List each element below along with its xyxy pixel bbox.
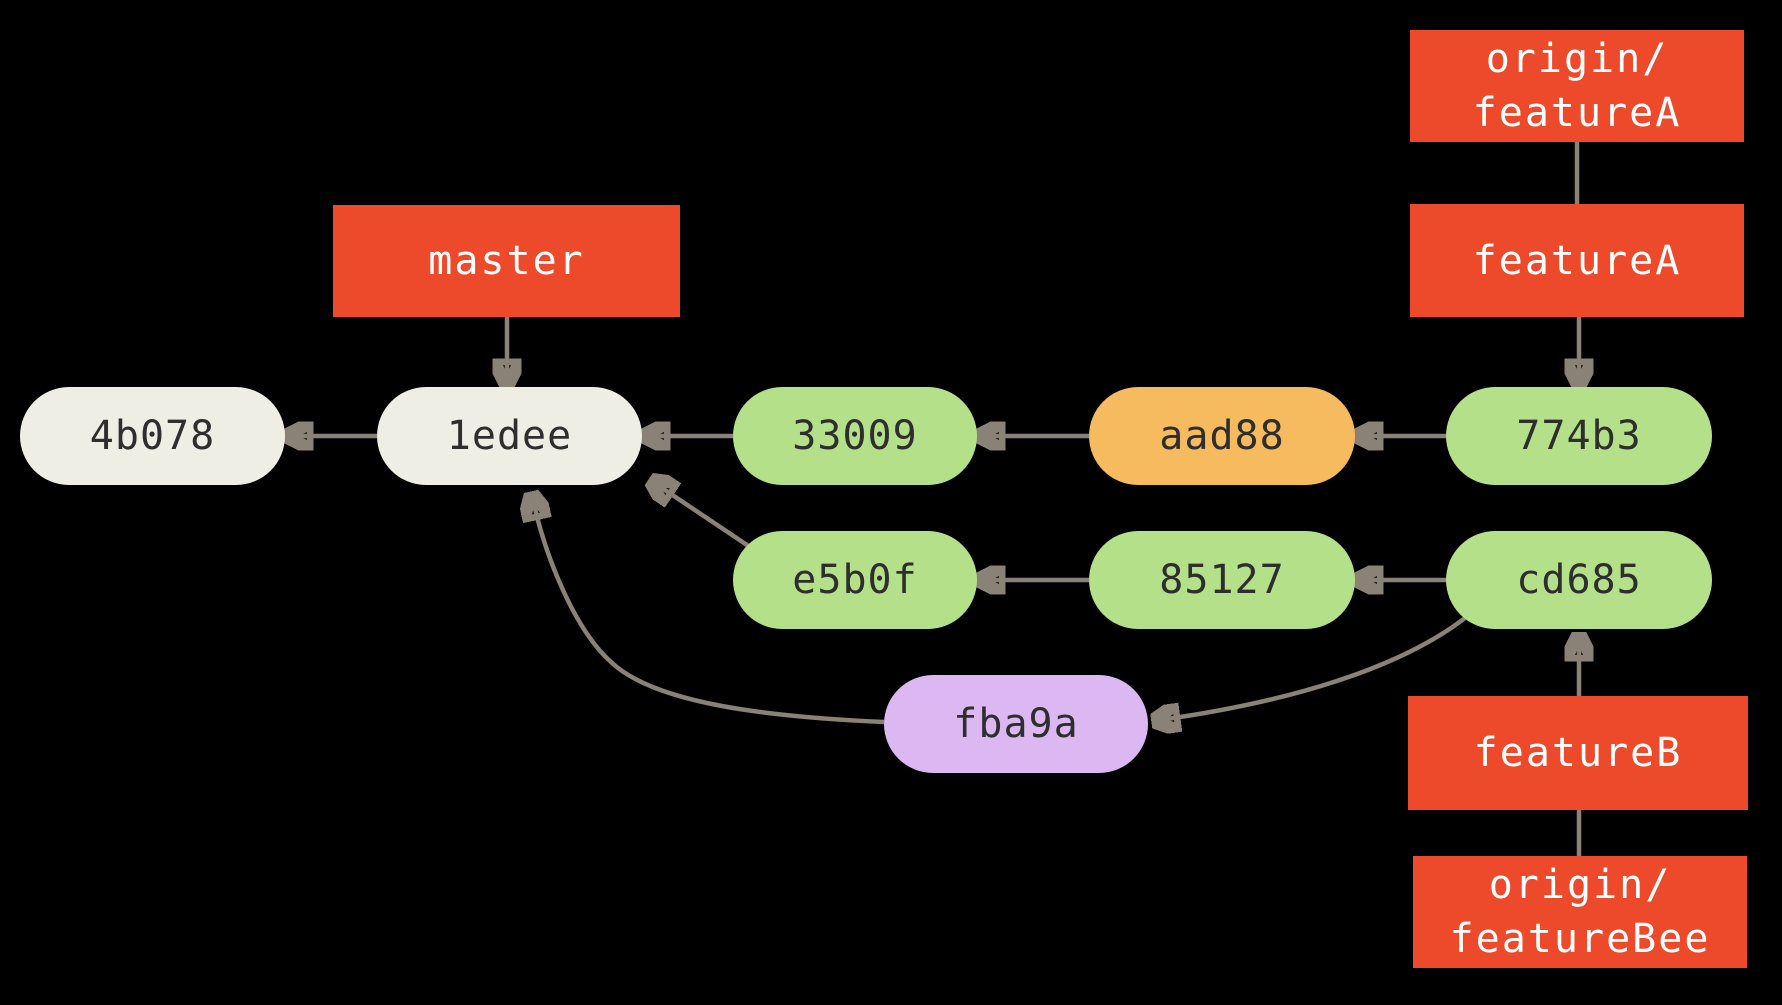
edge-cd685-fba9a — [1160, 616, 1467, 720]
commit-node-4b078: 4b078 — [20, 387, 285, 485]
branch-label-featureB: featureB — [1408, 696, 1748, 810]
branch-label-master: master — [333, 205, 680, 317]
branch-label-origin-featureA: origin/ featureA — [1410, 30, 1744, 142]
commit-node-fba9a: fba9a — [884, 675, 1148, 773]
edge-e5b0f-1edee — [656, 484, 755, 551]
commit-node-cd685: cd685 — [1446, 531, 1712, 629]
commit-node-aad88: aad88 — [1089, 387, 1355, 485]
commit-node-774b3: 774b3 — [1446, 387, 1712, 485]
branch-label-featureA: featureA — [1410, 204, 1744, 317]
commit-node-1edee: 1edee — [377, 387, 642, 485]
commit-node-e5b0f: e5b0f — [733, 531, 977, 629]
commit-node-85127: 85127 — [1089, 531, 1355, 629]
edge-fba9a-1edee — [533, 500, 885, 725]
commit-node-33009: 33009 — [733, 387, 977, 485]
branch-label-origin-featureBee: origin/ featureBee — [1413, 856, 1747, 968]
